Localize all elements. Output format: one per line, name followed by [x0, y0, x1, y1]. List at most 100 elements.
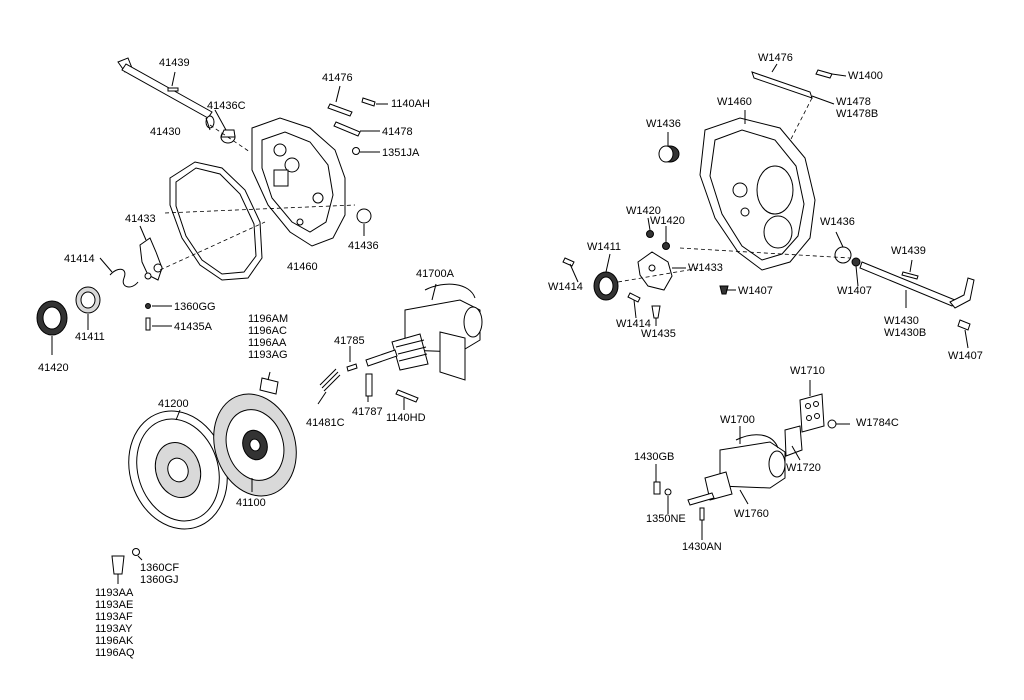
label-W1720: W1720 — [786, 462, 821, 474]
bearing-41411 — [75, 286, 101, 314]
label-W1414-b: W1414 — [616, 318, 651, 330]
label-41476: 41476 — [322, 72, 353, 84]
bell-housing-41460 — [251, 117, 346, 247]
label-W1407-b: W1407 — [837, 285, 872, 297]
label-W1760: W1760 — [734, 508, 769, 520]
clutch-cover-41200 — [128, 410, 228, 530]
alignment-line — [209, 124, 251, 153]
alignment-line — [159, 221, 266, 271]
label-1196AC: 1196AC — [248, 325, 287, 337]
label-W1478B: W1478B — [836, 108, 879, 120]
bolt-1140AH — [361, 97, 376, 107]
key-41439 — [167, 87, 179, 92]
label-W1700: W1700 — [720, 414, 755, 426]
alignment-line — [769, 97, 813, 181]
plate-41478 — [333, 121, 361, 137]
alignment-line — [164, 204, 356, 214]
bushing-W1436-right — [834, 246, 861, 267]
nut-W1784C — [827, 419, 837, 429]
key-W1439 — [901, 271, 919, 280]
label-1193AA: 1193AA — [95, 587, 134, 599]
washer-1360CF — [132, 548, 140, 556]
label-1196AK: 1196AK — [95, 635, 134, 647]
plate-41476 — [327, 103, 353, 117]
slave-cylinder-41700A — [365, 283, 483, 381]
housing-W1460 — [699, 117, 816, 271]
label-W1710: W1710 — [790, 365, 825, 377]
label-41481C: 41481C — [306, 417, 345, 429]
label-41200: 41200 — [158, 398, 189, 410]
label-W1420-b: W1420 — [650, 215, 685, 227]
label-41700A: 41700A — [416, 268, 454, 280]
label-1140AH: 1140AH — [391, 98, 430, 110]
fork-W1433 — [637, 251, 673, 291]
label-41414: 41414 — [64, 253, 95, 265]
pin-41785 — [346, 363, 358, 372]
label-41787: 41787 — [352, 406, 383, 418]
label-W1439: W1439 — [891, 245, 926, 257]
spring-41481C — [319, 368, 341, 392]
bolt-1140HD — [395, 389, 419, 403]
bolt-41435A — [145, 317, 151, 331]
label-W1784C: W1784C — [856, 417, 899, 429]
label-1196AM: 1196AM — [248, 313, 289, 325]
label-1430GB: 1430GB — [634, 451, 675, 463]
label-group-W1478: W1478 W1478B — [836, 96, 878, 120]
label-W1420-a: W1420 — [626, 205, 661, 217]
label-W1411: W1411 — [587, 241, 622, 253]
label-1193AY: 1193AY — [95, 623, 133, 635]
label-41100: 41100 — [236, 497, 266, 509]
label-W1435: W1435 — [641, 328, 676, 340]
bushing-W1436-top — [658, 145, 680, 163]
label-group-1196AM: 1196AM 1196AC 1196AA 1193AG — [248, 313, 288, 361]
label-41430: 41430 — [150, 126, 181, 138]
label-1360GJ: 1360GJ — [140, 574, 179, 586]
label-1360GG: 1360GG — [174, 301, 216, 313]
label-1360CF: 1360CF — [140, 562, 180, 574]
shaft-41430 — [117, 57, 215, 131]
label-1430AN: 1430AN — [682, 541, 722, 553]
bushing-41436 — [356, 208, 372, 224]
washer-1350NE — [664, 488, 672, 496]
label-W1460: W1460 — [717, 96, 752, 108]
label-41478: 41478 — [382, 126, 413, 138]
slave-cylinder-W1700 — [687, 434, 786, 506]
label-W1476: W1476 — [758, 52, 793, 64]
bearing-W1411 — [593, 271, 619, 301]
label-41420: 41420 — [38, 362, 69, 374]
label-group-W1430: W1430 W1430B — [884, 315, 926, 339]
label-41411: 41411 — [75, 331, 105, 343]
label-1196AA: 1196AA — [248, 337, 287, 349]
bushing-41436C — [220, 129, 236, 144]
label-W1430B: W1430B — [884, 327, 927, 339]
seal-41420 — [36, 300, 68, 336]
bolt-1430AN — [699, 507, 705, 521]
label-1196AQ: 1196AQ — [95, 647, 135, 659]
label-W1436-right: W1436 — [820, 216, 855, 228]
washer-1360GG — [145, 303, 151, 309]
label-W1433: W1433 — [688, 262, 723, 274]
label-41436C: 41436C — [207, 100, 246, 112]
nut-W1407-c — [957, 319, 971, 331]
label-41785: 41785 — [334, 335, 365, 347]
plate-W1476 — [751, 71, 813, 99]
clip-W1414-a — [562, 257, 575, 267]
bracket-W1720 — [784, 425, 803, 457]
leader-lines-right — [569, 63, 969, 540]
bolt-1193AA — [111, 555, 125, 575]
label-W1407-a: W1407 — [738, 285, 773, 297]
bushing-W1420-a — [646, 230, 654, 238]
label-1140HD: 1140HD — [386, 412, 426, 424]
bolt-1196AM — [259, 377, 279, 395]
label-W1430: W1430 — [884, 315, 919, 327]
clip-W1414-b — [627, 292, 641, 303]
label-group-1193AA: 1193AA 1193AE 1193AF 1193AY 1196AK 1196A… — [95, 587, 135, 659]
nut-1351JA — [352, 147, 360, 155]
label-1351JA: 1351JA — [382, 147, 420, 159]
label-W1414-a: W1414 — [548, 281, 583, 293]
label-41460: 41460 — [287, 261, 318, 273]
shaft-W1430 — [859, 261, 975, 309]
label-1350NE: 1350NE — [646, 513, 686, 525]
label-W1478: W1478 — [836, 96, 871, 108]
